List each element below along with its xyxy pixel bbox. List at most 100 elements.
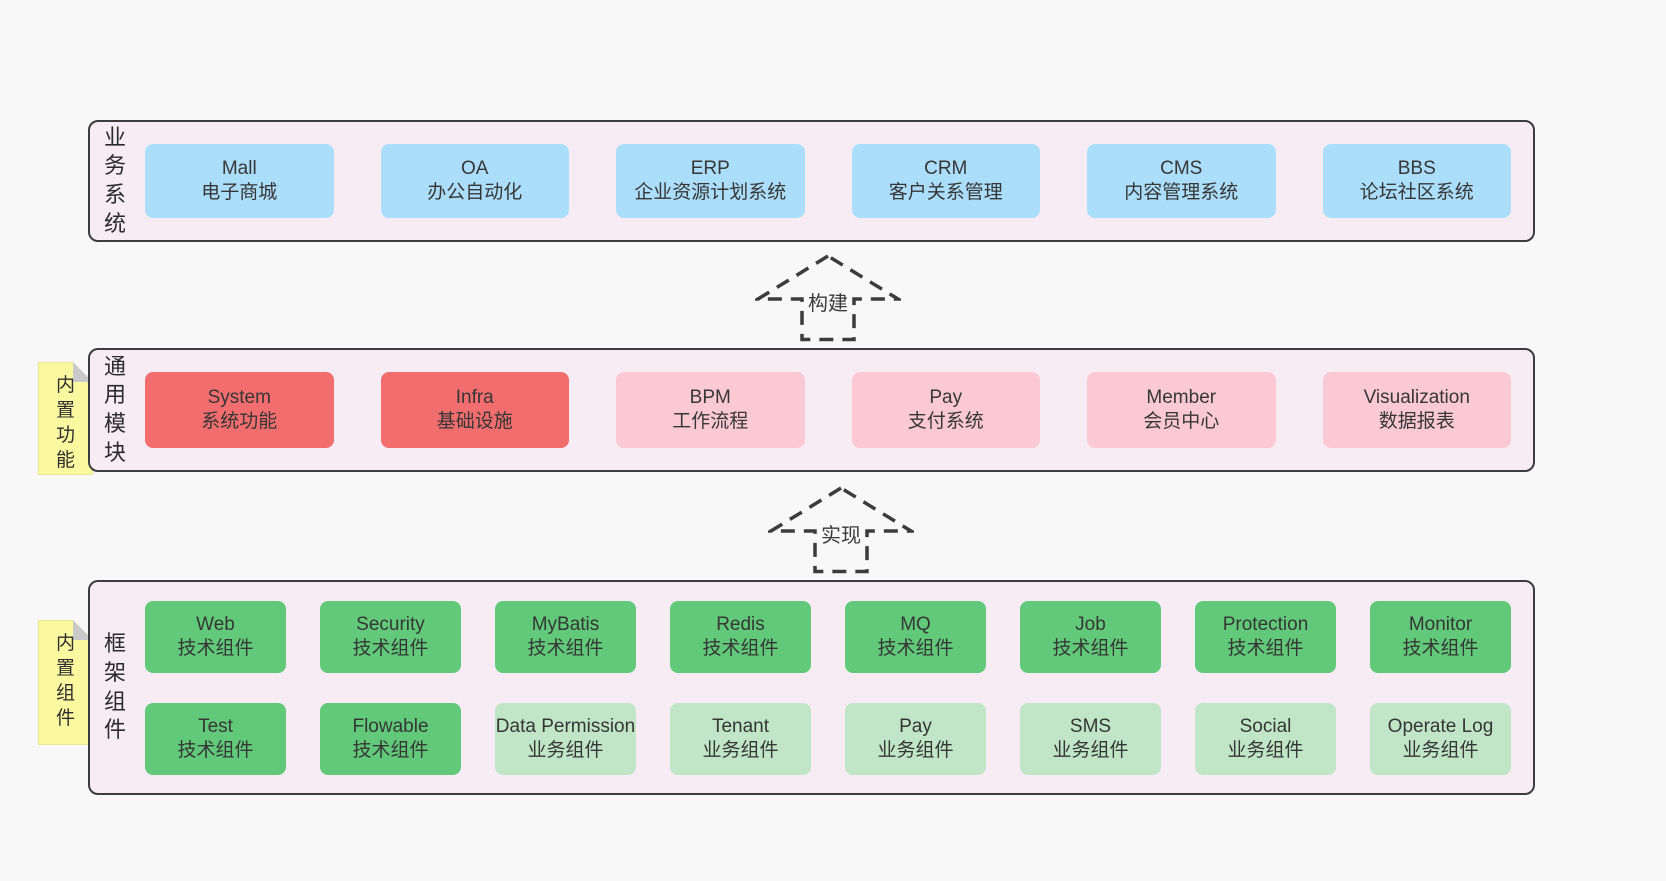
node-title: OA	[461, 158, 489, 180]
sticky-note-label: 内置功能	[55, 375, 75, 472]
node-title: MQ	[900, 613, 931, 635]
node-subtitle: 技术组件	[702, 637, 779, 659]
node-subtitle: 客户关系管理	[888, 182, 1003, 203]
node-subtitle: 技术组件	[877, 637, 954, 659]
node-subtitle: 企业资源计划系统	[634, 182, 787, 203]
node-subtitle: 业务组件	[527, 739, 604, 761]
node-subtitle: 技术组件	[177, 637, 254, 659]
panel-side-label: 通用模块	[103, 353, 126, 465]
build-arrow: 构建	[755, 254, 901, 342]
node-subtitle: 技术组件	[527, 637, 604, 659]
node-subtitle: 数据报表	[1378, 411, 1455, 432]
node-title: Monitor	[1408, 613, 1473, 635]
node-subtitle: 论坛社区系统	[1359, 182, 1474, 203]
node-title: Tenant	[711, 715, 770, 737]
node-title: Operate Log	[1387, 715, 1494, 737]
node-title: System	[207, 387, 271, 409]
node-title: ERP	[690, 158, 730, 180]
node-title: Web	[196, 613, 235, 635]
node-title: BPM	[689, 387, 731, 409]
node-title: Mall	[221, 158, 257, 180]
panel-side-label: 框架组件	[103, 631, 126, 743]
dashed-up-arrow-icon	[755, 254, 901, 342]
node-title: Test	[198, 715, 233, 737]
sticky-note-label: 内置组件	[55, 633, 75, 730]
node-title: CRM	[924, 158, 968, 180]
node-title: CMS	[1160, 158, 1203, 180]
node-title: Flowable	[352, 715, 429, 737]
node-subtitle: 业务组件	[1227, 739, 1304, 761]
dashed-up-arrow-icon	[768, 486, 914, 574]
node-subtitle: 内容管理系统	[1124, 182, 1239, 203]
node-title: Data Permission	[495, 715, 636, 737]
build-arrow-label: 构建	[804, 287, 852, 316]
node-title: Redis	[716, 613, 765, 635]
node-title: MyBatis	[531, 613, 600, 635]
node-title: Social	[1239, 715, 1292, 737]
node-title: Protection	[1222, 613, 1309, 635]
sticky-note-built-in-features: 内置功能	[38, 362, 93, 475]
node-subtitle: 业务组件	[702, 739, 779, 761]
implement-arrow: 实现	[768, 486, 914, 574]
node-title: Visualization	[1363, 387, 1470, 409]
node-subtitle: 系统功能	[201, 411, 278, 432]
node-subtitle: 技术组件	[1052, 637, 1129, 659]
node-subtitle: 业务组件	[877, 739, 954, 761]
node-subtitle: 技术组件	[352, 739, 429, 761]
node-subtitle: 业务组件	[1402, 739, 1479, 761]
node-title: Pay	[899, 715, 932, 737]
node-title: SMS	[1069, 715, 1112, 737]
node-title: Member	[1146, 387, 1217, 409]
node-subtitle: 电子商城	[201, 182, 278, 203]
node-title: BBS	[1397, 158, 1436, 180]
node-subtitle: 技术组件	[177, 739, 254, 761]
node-subtitle: 基础设施	[436, 411, 513, 432]
implement-arrow-label: 实现	[817, 519, 865, 548]
node-subtitle: 支付系统	[907, 411, 984, 432]
panel-side-label: 业务系统	[103, 124, 126, 236]
node-title: Security	[356, 613, 425, 635]
node-title: Pay	[929, 387, 963, 409]
node-subtitle: 会员中心	[1143, 411, 1220, 432]
sticky-note-built-in-components: 内置组件	[38, 620, 93, 745]
node-subtitle: 业务组件	[1052, 739, 1129, 761]
